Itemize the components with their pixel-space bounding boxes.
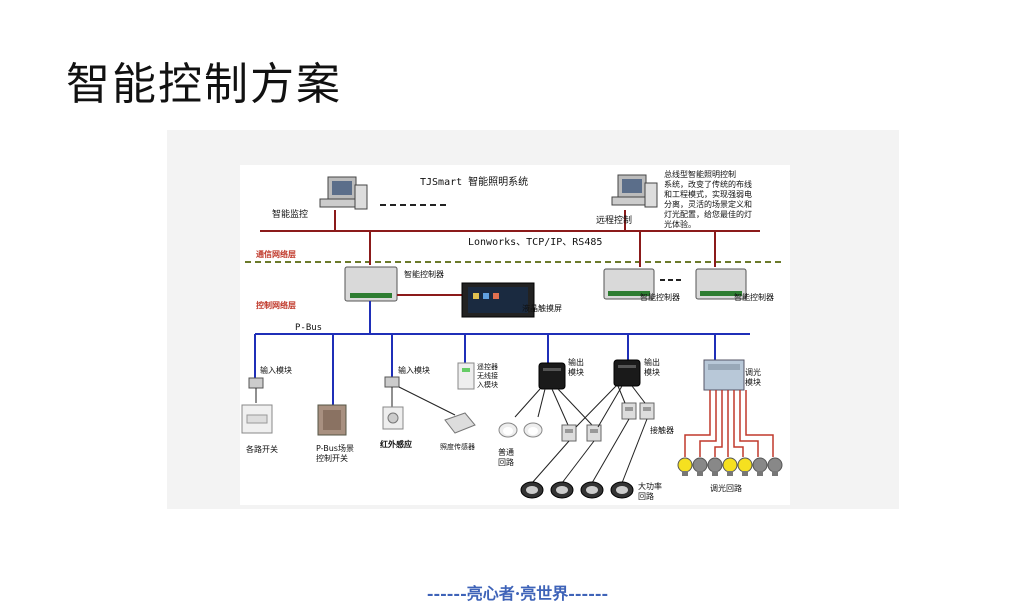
input-module-label-1: 输入模块 bbox=[260, 365, 292, 375]
dimmer-module-label-b: 模块 bbox=[745, 377, 761, 387]
dimmer-module-icon bbox=[703, 359, 745, 391]
description-text: 总线型智能照明控制 系统，改变了传统的布线 和工程模式，实现强弱电 分离，灵活的… bbox=[664, 169, 752, 229]
wall-switch-icon bbox=[241, 404, 273, 434]
svg-text:光体验。: 光体验。 bbox=[664, 219, 696, 229]
high-power-lamp-icon-4 bbox=[610, 481, 634, 499]
contactor-label: 接触器 bbox=[650, 425, 674, 435]
dim-bulb-icon-2 bbox=[692, 457, 708, 476]
dim-bulb-icon-6 bbox=[752, 457, 768, 476]
normal-lamp-icon-1 bbox=[498, 422, 518, 438]
remote-label: 远程控制 bbox=[596, 214, 632, 226]
ir-sensor-label: 红外感应 bbox=[380, 439, 412, 449]
dimming-wires bbox=[684, 390, 774, 457]
dim-bulb-icon-7 bbox=[767, 457, 783, 476]
output-module-label-1a: 输出 bbox=[568, 357, 584, 367]
high-power-lamp-icon-1 bbox=[520, 481, 544, 499]
normal-circuit-label-2: 回路 bbox=[498, 457, 514, 467]
system-title: TJSmart 智能照明系统 bbox=[420, 175, 528, 188]
monitor-computer-icon bbox=[319, 176, 368, 210]
scene-panel-label-1: P-Bus场景 bbox=[316, 444, 354, 453]
controller-label-3: 智能控制器 bbox=[734, 292, 774, 302]
remote-receiver-label-3: 入模块 bbox=[477, 380, 498, 389]
normal-circuit-label-1: 普通 bbox=[498, 447, 514, 457]
controller-icon-main bbox=[344, 266, 398, 302]
scene-panel-label-2: 控制开关 bbox=[316, 453, 348, 463]
high-power-label-2: 回路 bbox=[638, 491, 654, 501]
dim-bulb-icon-4 bbox=[722, 457, 738, 476]
lux-sensor-label: 照度传感器 bbox=[440, 442, 475, 451]
high-power-lamp-icon-2 bbox=[550, 481, 574, 499]
remote-receiver-label-1: 遥控器 bbox=[477, 362, 498, 371]
output-module-icon-2 bbox=[613, 359, 641, 387]
controller-label-main: 智能控制器 bbox=[404, 269, 444, 279]
output-module-icon-1 bbox=[538, 362, 566, 390]
comm-layer-label: 通信网络层 bbox=[256, 249, 296, 259]
contactor-icon-3 bbox=[621, 402, 637, 420]
dim-bulb-icon-5 bbox=[737, 457, 753, 476]
switch-label: 各路开关 bbox=[246, 444, 278, 454]
dimmer-module-label-a: 调光 bbox=[745, 367, 761, 377]
contactor-icon-1 bbox=[561, 424, 577, 442]
ir-sensor-icon bbox=[382, 406, 404, 430]
dim-bulb-icon-1 bbox=[677, 457, 693, 476]
pbus-label: P-Bus bbox=[295, 323, 322, 333]
output-module-label-1b: 模块 bbox=[568, 367, 584, 377]
output-module-label-2b: 模块 bbox=[644, 367, 660, 377]
lighting-system-diagram: 智能监控 远程控制 TJSmart 智能照明系统 总线型智能照明控制 系统，改变… bbox=[240, 165, 790, 505]
lcd-touchscreen-icon bbox=[461, 282, 535, 318]
controller-icon-3 bbox=[695, 268, 747, 300]
scene-panel-icon bbox=[317, 404, 347, 436]
svg-text:和工程模式，实现强弱电: 和工程模式，实现强弱电 bbox=[664, 189, 752, 199]
control-layer-label: 控制网络层 bbox=[256, 300, 296, 310]
high-power-label-1: 大功率 bbox=[638, 481, 662, 491]
contactor-icon-2 bbox=[586, 424, 602, 442]
svg-text:分离，灵活的场景定义和: 分离，灵活的场景定义和 bbox=[664, 199, 752, 209]
footer-slogan: ------亮心者·亮世界------ bbox=[426, 584, 609, 603]
normal-lamp-icon-2 bbox=[523, 422, 543, 438]
lux-sensor-icon bbox=[444, 412, 476, 434]
page-title: 智能控制方案 bbox=[66, 59, 342, 110]
input-module-icon-2 bbox=[384, 376, 400, 388]
contactor-icon-4 bbox=[639, 402, 655, 420]
high-power-lamp-icon-3 bbox=[580, 481, 604, 499]
remote-receiver-label-2: 无线接 bbox=[477, 371, 498, 380]
output-module-label-2a: 输出 bbox=[644, 357, 660, 367]
controller-icon-2 bbox=[603, 268, 655, 300]
dimming-circuit-label: 调光回路 bbox=[710, 483, 742, 493]
remote-computer-icon bbox=[611, 174, 658, 208]
remote-receiver-icon bbox=[457, 362, 475, 390]
controller-label-2: 智能控制器 bbox=[640, 292, 680, 302]
network-protocols: Lonworks、TCP/IP、RS485 bbox=[468, 237, 602, 248]
svg-text:总线型智能照明控制: 总线型智能照明控制 bbox=[664, 169, 736, 179]
input-module-icon-1 bbox=[248, 377, 264, 389]
monitor-label: 智能监控 bbox=[272, 208, 308, 220]
dim-bulb-icon-3 bbox=[707, 457, 723, 476]
dimming-bulbs bbox=[677, 457, 783, 476]
svg-text:灯光配置，给您最佳的灯: 灯光配置，给您最佳的灯 bbox=[664, 209, 752, 219]
input-module-label-2: 输入模块 bbox=[398, 365, 430, 375]
lcd-label: 液晶触摸屏 bbox=[522, 303, 562, 313]
svg-text:系统，改变了传统的布线: 系统，改变了传统的布线 bbox=[664, 179, 752, 189]
